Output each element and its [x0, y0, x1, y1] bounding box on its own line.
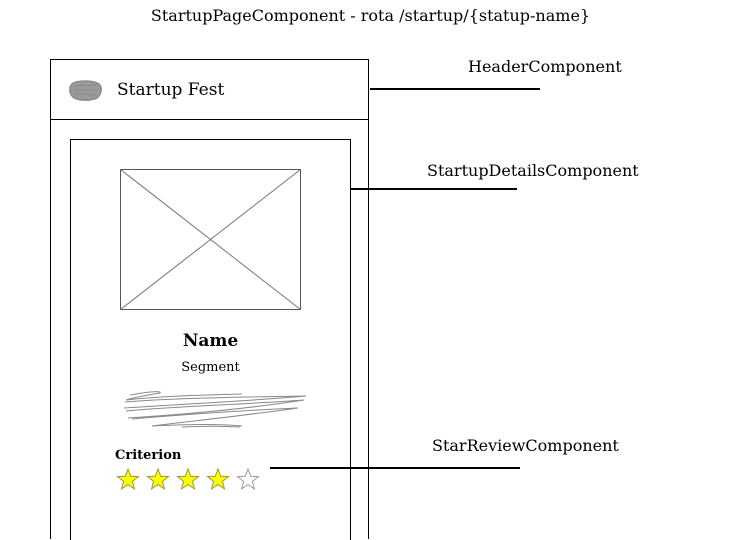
header-component — [50, 59, 369, 120]
star-filled-icon[interactable] — [116, 467, 140, 491]
text-scribble-icon — [123, 391, 307, 428]
star-filled-icon[interactable] — [206, 467, 230, 491]
annotation-header-component: HeaderComponent — [468, 57, 622, 76]
star-filled-icon[interactable] — [146, 467, 170, 491]
startup-details-component — [70, 139, 351, 540]
star-rating[interactable] — [115, 467, 265, 493]
logo-scribble-icon — [69, 80, 102, 101]
review-criterion-label: Criterion — [115, 448, 182, 463]
annotation-star-review-component: StarReviewComponent — [432, 436, 619, 455]
annotation-startup-details-component: StartupDetailsComponent — [427, 161, 639, 180]
image-placeholder-icon — [120, 169, 301, 310]
star-filled-icon[interactable] — [176, 467, 200, 491]
startup-name: Name — [182, 331, 239, 351]
diagram-title: StartupPageComponent - rota /startup/{st… — [150, 6, 591, 25]
startup-segment: Segment — [181, 360, 240, 375]
star-empty-icon[interactable] — [236, 467, 260, 491]
header-app-title: Startup Fest — [117, 80, 225, 100]
